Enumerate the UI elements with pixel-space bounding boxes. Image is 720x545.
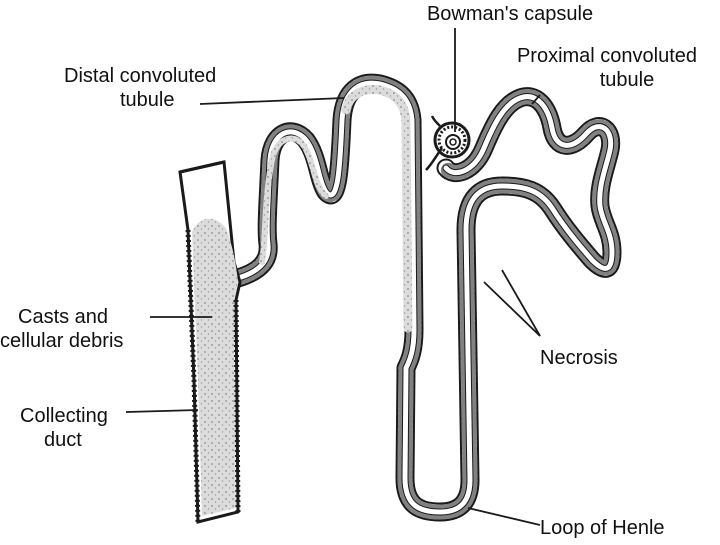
label-bowmans-capsule: Bowman's capsule bbox=[424, 2, 596, 26]
label-proximal-convoluted-tubule: Proximal convoluted tubule bbox=[500, 44, 714, 92]
collecting-line-1: Collecting bbox=[20, 404, 130, 428]
leader-collecting bbox=[126, 410, 198, 412]
distal-line-1: Distal convoluted bbox=[64, 64, 254, 88]
distal-line-2: tubule bbox=[64, 88, 254, 112]
casts-line-1: Casts and bbox=[0, 305, 150, 329]
label-loop-of-henle: Loop of Henle bbox=[540, 516, 710, 540]
collecting-line-2: duct bbox=[20, 428, 130, 452]
collecting-duct-right-wall bbox=[236, 300, 238, 512]
leader-necrosis-a bbox=[484, 282, 540, 336]
label-casts-cellular-debris: Casts and cellular debris bbox=[0, 305, 150, 353]
proximal-line-2: tubule bbox=[500, 68, 714, 92]
collecting-duct bbox=[180, 162, 240, 522]
efferent-arteriole bbox=[432, 116, 440, 126]
leader-henle bbox=[468, 508, 540, 525]
bowmans-capsule-text: Bowman's capsule bbox=[427, 3, 593, 25]
leader-necrosis-b bbox=[502, 270, 540, 336]
label-necrosis: Necrosis bbox=[540, 346, 650, 370]
proximal-line-1: Proximal convoluted bbox=[500, 44, 714, 68]
nephron-tubule bbox=[238, 83, 612, 512]
loop-of-henle-text: Loop of Henle bbox=[540, 517, 665, 539]
casts-line-2: cellular debris bbox=[0, 329, 150, 353]
label-distal-convoluted-tubule: Distal convoluted tubule bbox=[64, 64, 254, 112]
tubule-wall-dots bbox=[238, 83, 612, 512]
necrosis-text: Necrosis bbox=[540, 347, 618, 369]
label-collecting-duct: Collecting duct bbox=[20, 404, 130, 452]
descending-limb-debris bbox=[346, 90, 408, 328]
